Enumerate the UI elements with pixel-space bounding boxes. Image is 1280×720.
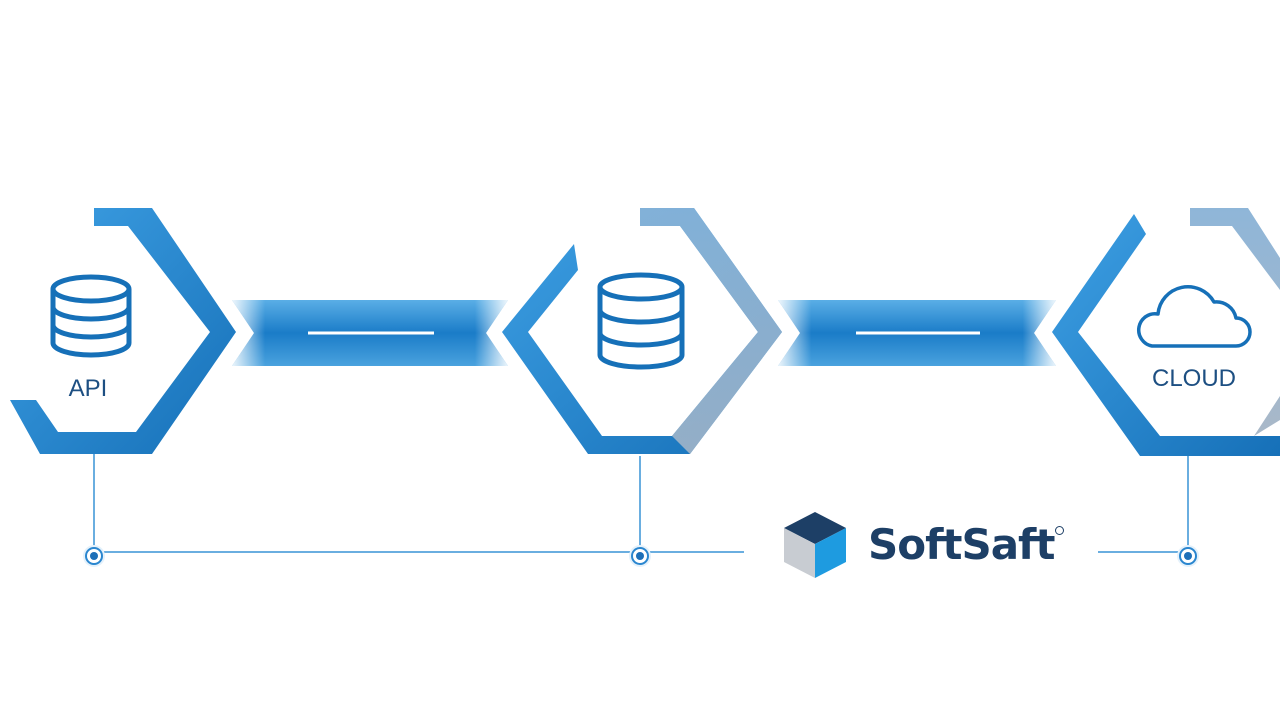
timeline-dot-2 — [629, 545, 651, 567]
connector-band-1 — [232, 300, 508, 366]
hexagon-node-api — [10, 208, 236, 454]
connector-band-2 — [778, 300, 1056, 366]
hexagon-node-database — [502, 208, 782, 454]
hexagon-node-cloud — [1052, 208, 1280, 456]
brand-name: SoftSaft — [868, 524, 1065, 566]
node-label-api: API — [69, 375, 108, 402]
cloud-icon — [1136, 285, 1252, 348]
timeline-dot-3 — [1177, 545, 1199, 567]
database-icon — [597, 272, 685, 370]
brand-logo: SoftSaft — [782, 508, 1065, 582]
cube-logo-icon — [784, 512, 846, 578]
database-icon — [50, 274, 132, 358]
timeline-dot-1 — [83, 545, 105, 567]
registered-mark-icon — [1055, 526, 1065, 535]
node-label-cloud: CLOUD — [1152, 365, 1236, 392]
